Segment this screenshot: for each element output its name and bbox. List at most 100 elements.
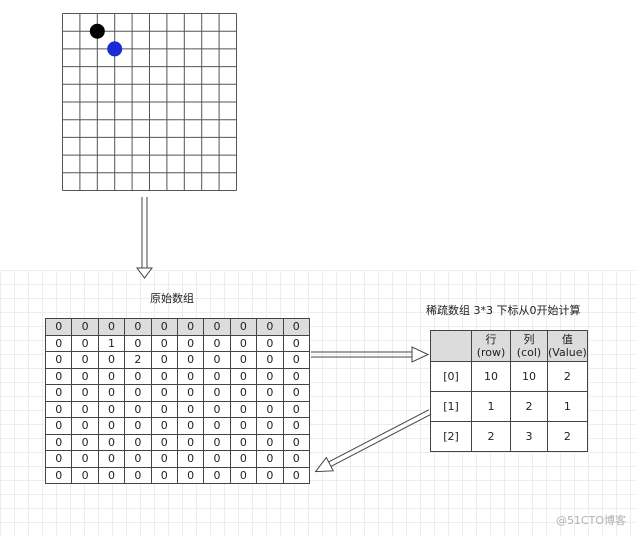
original-array-cell: 0 [282,400,311,418]
original-array-cell: 0 [150,400,178,418]
original-array-cell: 0 [71,400,99,418]
original-array-cell: 0 [150,334,178,352]
header-sublabel: (row) [476,346,506,359]
original-array-cell: 0 [176,466,205,484]
original-array-cell: 0 [124,318,152,336]
original-array-cell: 0 [97,466,126,484]
original-array-cell: 0 [256,367,284,385]
sparse-array-cell: 2 [547,421,588,452]
original-array-cell: 0 [229,400,258,418]
sparse-array-cell: 10 [510,361,548,392]
go-board-grid [62,13,237,191]
original-array-cell: 0 [256,466,284,484]
sparse-header-value-col: 值 (Value) [547,330,588,362]
original-array-cell: 0 [71,367,99,385]
original-array-cell: 0 [44,466,73,484]
original-array-cell: 0 [256,400,284,418]
original-array-cell: 0 [256,384,284,402]
original-array-cell: 0 [282,351,311,369]
sparse-row-index: [1] [430,391,472,422]
original-array-cell: 0 [256,433,284,451]
original-array-cell: 0 [71,417,99,435]
original-array-cell: 2 [124,351,152,369]
original-array-cell: 0 [124,433,152,451]
original-array-cell: 0 [256,351,284,369]
sparse-header-index [430,330,472,362]
original-array-cell: 0 [282,466,311,484]
down-arrow [136,197,153,279]
original-array-cell: 0 [44,351,73,369]
header-label: 行 [485,333,497,346]
original-array-cell: 0 [176,367,205,385]
original-array-cell: 0 [282,417,311,435]
original-array-cell: 1 [97,334,126,352]
original-array-cell: 0 [150,450,178,468]
original-array-cell: 0 [150,466,178,484]
sparse-header-row-col: 行 (row) [471,330,511,362]
header-label: 列 [523,333,535,346]
sparse-array-cell: 2 [510,391,548,422]
original-array-cell: 0 [203,367,231,385]
original-array-cell: 0 [203,400,231,418]
original-array-cell: 0 [71,318,99,336]
original-array-cell: 0 [282,433,311,451]
original-array-cell: 0 [203,384,231,402]
sparse-header-col-col: 列 (col) [510,330,548,362]
original-array-cell: 0 [124,417,152,435]
sparse-array-cell: 2 [471,421,511,452]
original-array-cell: 0 [176,318,205,336]
sparse-array-cell: 10 [471,361,511,392]
original-array-cell: 0 [71,384,99,402]
original-array-cell: 0 [44,450,73,468]
original-array-cell: 0 [97,400,126,418]
original-array-cell: 0 [229,417,258,435]
original-array-cell: 0 [97,384,126,402]
go-board [62,13,237,191]
original-array-cell: 0 [176,351,205,369]
original-array-cell: 0 [282,384,311,402]
original-array-cell: 0 [124,384,152,402]
original-array-cell: 0 [229,351,258,369]
header-sublabel: (Value) [548,346,587,359]
original-array-cell: 0 [44,433,73,451]
original-array-cell: 0 [71,351,99,369]
original-array-cell: 0 [176,417,205,435]
original-array-label: 原始数组 [150,292,194,305]
original-array-cell: 0 [97,351,126,369]
original-array-cell: 0 [124,367,152,385]
original-array-cell: 0 [150,367,178,385]
original-array-cell: 0 [124,466,152,484]
original-array-cell: 0 [124,450,152,468]
original-array-cell: 0 [203,466,231,484]
sparse-row-index: [2] [430,421,472,452]
original-array-cell: 0 [44,318,73,336]
black-stone [89,23,105,39]
original-array-cell: 0 [124,400,152,418]
original-array-cell: 0 [150,433,178,451]
original-array-cell: 0 [229,450,258,468]
original-array-cell: 0 [203,433,231,451]
original-array-cell: 0 [229,466,258,484]
original-array-cell: 0 [44,417,73,435]
original-array-cell: 0 [176,334,205,352]
original-array-cell: 0 [203,334,231,352]
original-array-cell: 0 [229,384,258,402]
original-array-cell: 0 [176,384,205,402]
original-array-cell: 0 [150,318,178,336]
original-array-cell: 0 [71,466,99,484]
original-array-cell: 0 [176,433,205,451]
original-array-cell: 0 [282,450,311,468]
